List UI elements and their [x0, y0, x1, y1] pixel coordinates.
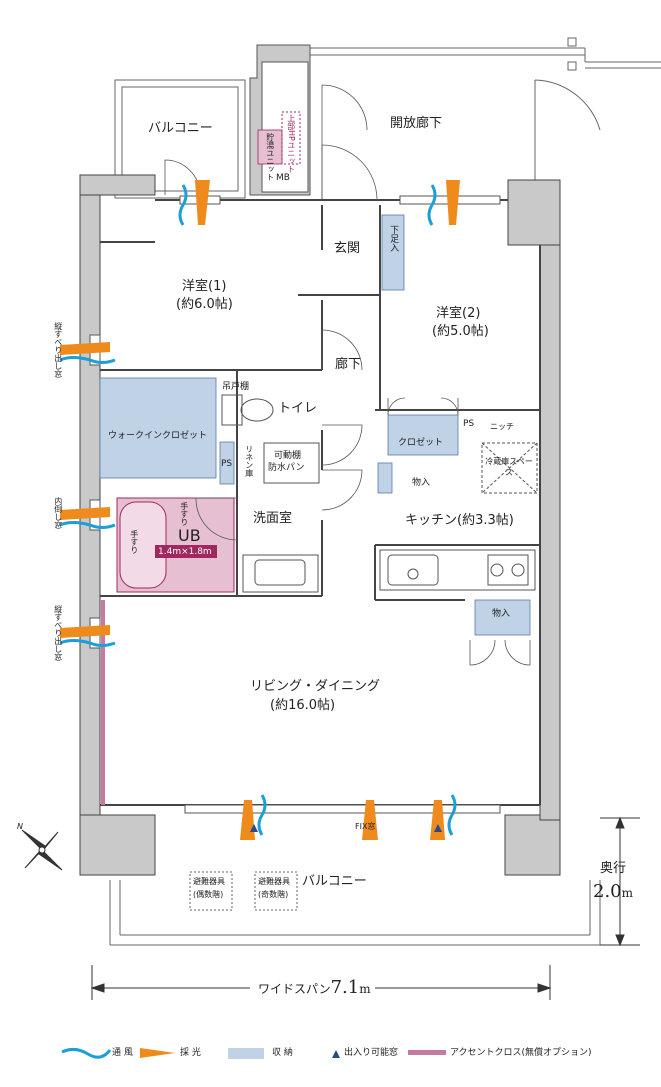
evac-even-label: 避難器具 [193, 877, 225, 886]
legend-storage: 収 納 [272, 1048, 293, 1058]
compass-north-label: N [17, 822, 23, 831]
washroom-label: 洗面室 [253, 511, 293, 526]
fridge-label: 冷蔵庫スペース [485, 457, 533, 477]
legend-storage-swatch [228, 1048, 264, 1059]
balcony-bottom-outline [109, 871, 601, 946]
depth-unit: m [621, 886, 634, 900]
storage-zones [99, 214, 531, 636]
door-swings [164, 84, 531, 666]
evac-even-sub: (偶数階) [193, 890, 224, 899]
width-dimension [90, 965, 552, 1000]
mb-block [249, 44, 311, 196]
legend-access-icon [332, 1050, 340, 1058]
western1-name: 洋室(1) [182, 279, 227, 294]
legend-access: 出入り可能窓 [344, 1048, 399, 1058]
entrance-label: 玄関 [334, 241, 361, 256]
ub-label: UB [178, 526, 201, 545]
outer-walls [79, 174, 561, 876]
legend-light-icon [140, 1048, 175, 1058]
adjustable-shelf-label: 可動棚 [274, 451, 302, 461]
width-unit: m [359, 982, 371, 996]
kitchen-label: キッチン(約3.3帖) [405, 513, 514, 528]
legend-wind-icon [61, 1047, 112, 1059]
compass-icon [21, 829, 63, 871]
evac-odd-label: 避難器具 [258, 877, 290, 886]
handrail1-label: 手すり [179, 502, 189, 526]
toilet-fixture [221, 394, 274, 426]
toilet-label: トイレ [278, 401, 318, 416]
niche-label: ニッチ [490, 422, 514, 431]
depth-dimension [600, 816, 640, 947]
water-heater-label: 貯湯ユニット [265, 133, 275, 181]
window-slide-top-label: 縦すべり出し窓 [53, 322, 63, 378]
legend-daylight: 採 光 [180, 1048, 201, 1058]
waterproof-pan-label: 防水パン [268, 463, 305, 473]
western2-name: 洋室(2) [436, 306, 481, 321]
width-label: ワイドスパン7.1m [258, 976, 371, 1000]
depth-value: 2.0m [593, 881, 634, 902]
ps1-label: PS [221, 459, 233, 469]
accent-wall [101, 600, 105, 805]
width-value: 7.1 [330, 977, 360, 998]
width-prefix: ワイドスパン [258, 982, 331, 996]
bathroom-unit [116, 497, 235, 593]
ldk-size: (約16.0帖) [270, 698, 336, 713]
wic-label: ウォークインクロゼット [108, 431, 208, 441]
depth-label: 奥行 [600, 861, 627, 876]
window-tilt-label: 内倒し窓 [53, 497, 63, 529]
linen-label: リネン庫 [244, 445, 254, 477]
open-corridor-label: 開放廊下 [390, 116, 443, 131]
mb-label: MB [276, 173, 290, 183]
legend-ventilation: 通 風 [112, 1048, 133, 1058]
balcony-bottom-label: バルコニー [302, 874, 367, 889]
western2-size: (約5.0帖) [432, 324, 489, 339]
storage1-label: 物入 [412, 478, 431, 488]
window-slide-bottom-label: 縦すべり出し窓 [53, 605, 63, 661]
storage2-label: 物入 [492, 609, 511, 619]
hallway-label: 廊下 [335, 357, 362, 372]
heat-pump-label: 上部HPユニット [286, 114, 296, 173]
ldk-name: リビング・ダイニング [250, 679, 381, 694]
kitchen-counter [379, 549, 536, 591]
corridor-railing [310, 37, 661, 205]
legend-accent-swatch [408, 1050, 446, 1055]
evac-odd-sub: (奇数階) [258, 890, 289, 899]
closet-label: クロゼット [398, 438, 444, 448]
shoe-box-label: 下足入 [388, 225, 399, 252]
balcony-top-label: バルコニー [148, 121, 213, 136]
fix-window-label: FIX窓 [355, 822, 376, 831]
handrail2-label: 手すり [129, 530, 139, 554]
legend-swatches [61, 1047, 446, 1059]
ub-size: 1.4m×1.8m [158, 547, 212, 557]
washroom-fixtures [242, 442, 538, 593]
legend-accent: アクセントクロス(無償オプション) [450, 1048, 592, 1058]
western1-size: (約6.0帖) [176, 297, 233, 312]
ps2-label: PS [463, 419, 475, 429]
upper-shelf-label: 吊戸棚 [222, 382, 250, 392]
airflow-markers [59, 180, 460, 840]
